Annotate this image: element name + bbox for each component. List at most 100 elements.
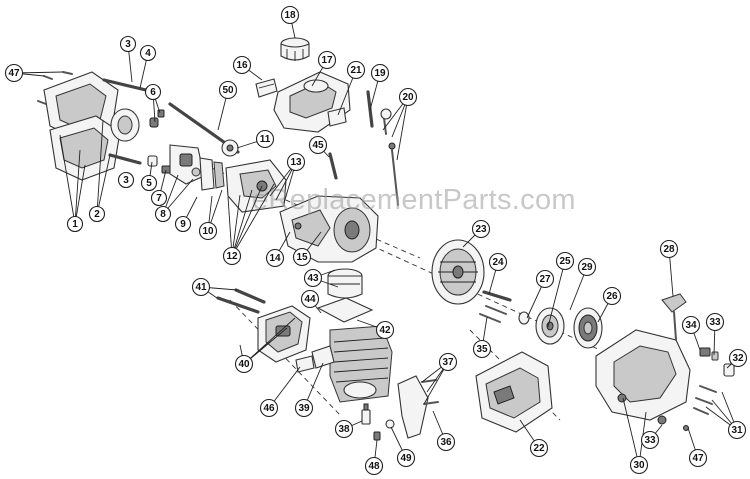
callout-15: 15: [292, 247, 312, 267]
small-parts-5-6-7: [147, 109, 171, 174]
leader-line: [74, 149, 81, 225]
callout-number: 23: [475, 224, 487, 235]
callout-number: 24: [492, 257, 504, 268]
callout-48: 48: [364, 456, 384, 476]
callout-circle: [396, 448, 416, 468]
callout-number: 13: [290, 157, 302, 168]
callout-7: 7: [150, 189, 168, 207]
callout-number: 37: [442, 357, 454, 368]
callout-50: 50: [218, 80, 238, 100]
callout-24: 24: [488, 252, 508, 272]
callout-circle: [222, 246, 242, 266]
callout-number: 44: [304, 294, 316, 305]
crankcase-14-15: [279, 195, 379, 263]
callout-29: 29: [577, 257, 597, 277]
callout-number: 7: [156, 193, 162, 204]
callout-circle: [398, 87, 418, 107]
callout-37: 37: [438, 352, 458, 372]
callout-23: 23: [471, 219, 491, 239]
callout-circle: [688, 448, 708, 468]
leader-line: [231, 194, 241, 257]
callout-33: 33: [705, 312, 725, 332]
pulley-25-29: [535, 307, 565, 345]
part-21: [327, 107, 347, 127]
callout-39: 39: [294, 398, 314, 418]
callout-number: 42: [379, 325, 391, 336]
callout-number: 19: [374, 68, 386, 79]
flywheel-23: [431, 239, 485, 305]
callout-number: 17: [321, 55, 333, 66]
callout-circle: [317, 50, 337, 70]
callout-circle: [119, 35, 137, 53]
washer-27: [518, 311, 530, 325]
callout-circle: [629, 455, 649, 475]
callout-number: 31: [731, 425, 743, 436]
callout-number: 27: [539, 274, 551, 285]
callout-circle: [308, 135, 328, 155]
callout-number: 38: [338, 424, 350, 435]
callout-4: 4: [139, 44, 157, 62]
leader-line: [231, 189, 253, 257]
parts-48-49: [373, 419, 395, 441]
callout-number: 9: [180, 219, 186, 230]
callout-circle: [681, 315, 701, 335]
callout-21: 21: [346, 60, 366, 80]
callout-number: 11: [260, 134, 271, 145]
callout-27: 27: [535, 269, 555, 289]
callout-circle: [529, 438, 549, 458]
callout-9: 9: [174, 215, 192, 233]
callout-31: 31: [727, 420, 747, 440]
callout-28: 28: [659, 239, 679, 259]
callout-circle: [535, 269, 555, 289]
callout-number: 22: [533, 443, 545, 454]
callout-leaders: [13, 14, 739, 467]
spacers-9-10: [199, 157, 225, 191]
callout-number: 48: [368, 461, 380, 472]
leader-line: [227, 196, 233, 257]
callout-circle: [728, 348, 748, 368]
callout-45: 45: [308, 135, 328, 155]
callout-number: 25: [559, 256, 571, 267]
callout-circle: [334, 419, 354, 439]
plates-39-46: [295, 345, 335, 373]
callout-35: 35: [472, 339, 492, 359]
callout-circle: [259, 398, 279, 418]
cylinder-42: [329, 325, 393, 403]
callout-number: 6: [150, 87, 156, 98]
callout-number: 3: [125, 39, 131, 50]
callout-number: 34: [685, 320, 697, 331]
callout-number: 26: [606, 291, 618, 302]
callout-38: 38: [334, 419, 354, 439]
callout-number: 16: [236, 60, 248, 71]
callout-number: 21: [350, 65, 362, 76]
callout-circle: [286, 152, 306, 172]
callout-30: 30: [629, 455, 649, 475]
callout-circle: [472, 339, 492, 359]
callout-circle: [265, 248, 285, 268]
callout-47: 47: [688, 448, 708, 468]
leader-line: [231, 185, 263, 257]
callout-circle: [232, 55, 252, 75]
callout-43: 43: [303, 268, 323, 288]
callout-14: 14: [265, 248, 285, 268]
callout-number: 35: [476, 344, 488, 355]
callout-circle: [234, 354, 254, 374]
callout-34: 34: [681, 315, 701, 335]
callout-circle: [471, 219, 491, 239]
callout-number: 43: [307, 273, 319, 284]
callout-circle: [174, 215, 192, 233]
part-16: [255, 78, 278, 98]
callout-circle: [640, 430, 660, 450]
callout-number: 10: [202, 226, 214, 237]
callout-number: 32: [732, 353, 744, 364]
callout-circle: [4, 63, 24, 83]
callout-11: 11: [255, 129, 275, 149]
watermark-text: eReplacementParts.com: [252, 184, 576, 216]
parts-32-33-34: [683, 347, 735, 431]
callout-circle: [191, 277, 211, 297]
callout-46: 46: [259, 398, 279, 418]
callout-number: 30: [633, 460, 645, 471]
muffler-40: [257, 305, 311, 363]
